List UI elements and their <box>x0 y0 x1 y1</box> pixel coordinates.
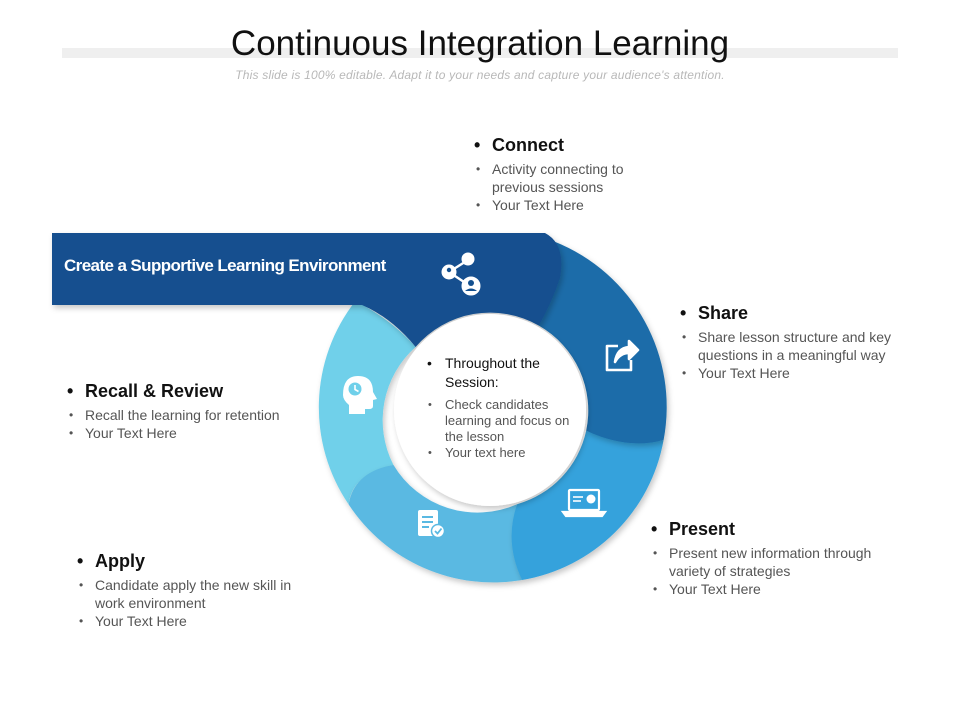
share-nodes-icon <box>441 252 481 296</box>
recall-heading: Recall & Review <box>67 381 307 402</box>
connect-item: Your Text Here <box>474 196 674 214</box>
share-item: Share lesson structure and key questions… <box>680 328 920 364</box>
apply-text-block: Apply Candidate apply the new skill in w… <box>77 551 317 630</box>
segment-connect <box>52 233 562 347</box>
center-heading: Throughout the Session: <box>425 354 575 392</box>
segment-present <box>511 430 664 580</box>
recall-item: Your Text Here <box>67 424 307 442</box>
recall-item: Recall the learning for retention <box>67 406 307 424</box>
segment-share <box>536 241 667 444</box>
share-text-block: Share Share lesson structure and key que… <box>680 303 920 382</box>
connect-text-block: Connect Activity connecting to previous … <box>474 135 674 214</box>
head-clock-icon <box>343 376 377 414</box>
share-item: Your Text Here <box>680 364 920 382</box>
center-item: Check candidates learning and focus on t… <box>425 397 575 445</box>
laptop-chart-icon <box>560 488 608 518</box>
center-item: Your text here <box>425 445 575 461</box>
slide-title: Continuous Integration Learning <box>230 24 730 63</box>
present-heading: Present <box>651 519 881 540</box>
share-heading: Share <box>680 303 920 324</box>
apply-item: Your Text Here <box>77 612 317 630</box>
share-arrow-icon <box>605 339 640 372</box>
checklist-icon <box>418 510 446 539</box>
slide-subtitle: This slide is 100% editable. Adapt it to… <box>235 68 725 82</box>
banner-label: Create a Supportive Learning Environment <box>64 256 386 275</box>
present-text-block: Present Present new information through … <box>651 519 881 598</box>
connect-heading: Connect <box>474 135 674 156</box>
title-underline-bar <box>62 48 898 58</box>
connect-item: Activity connecting to previous sessions <box>474 160 674 196</box>
recall-text-block: Recall & Review Recall the learning for … <box>67 381 307 442</box>
apply-item: Candidate apply the new skill in work en… <box>77 576 317 612</box>
present-item: Your Text Here <box>651 580 881 598</box>
apply-heading: Apply <box>77 551 317 572</box>
present-item: Present new information through variety … <box>651 544 881 580</box>
center-text-block: Throughout the Session: Check candidates… <box>425 354 575 461</box>
